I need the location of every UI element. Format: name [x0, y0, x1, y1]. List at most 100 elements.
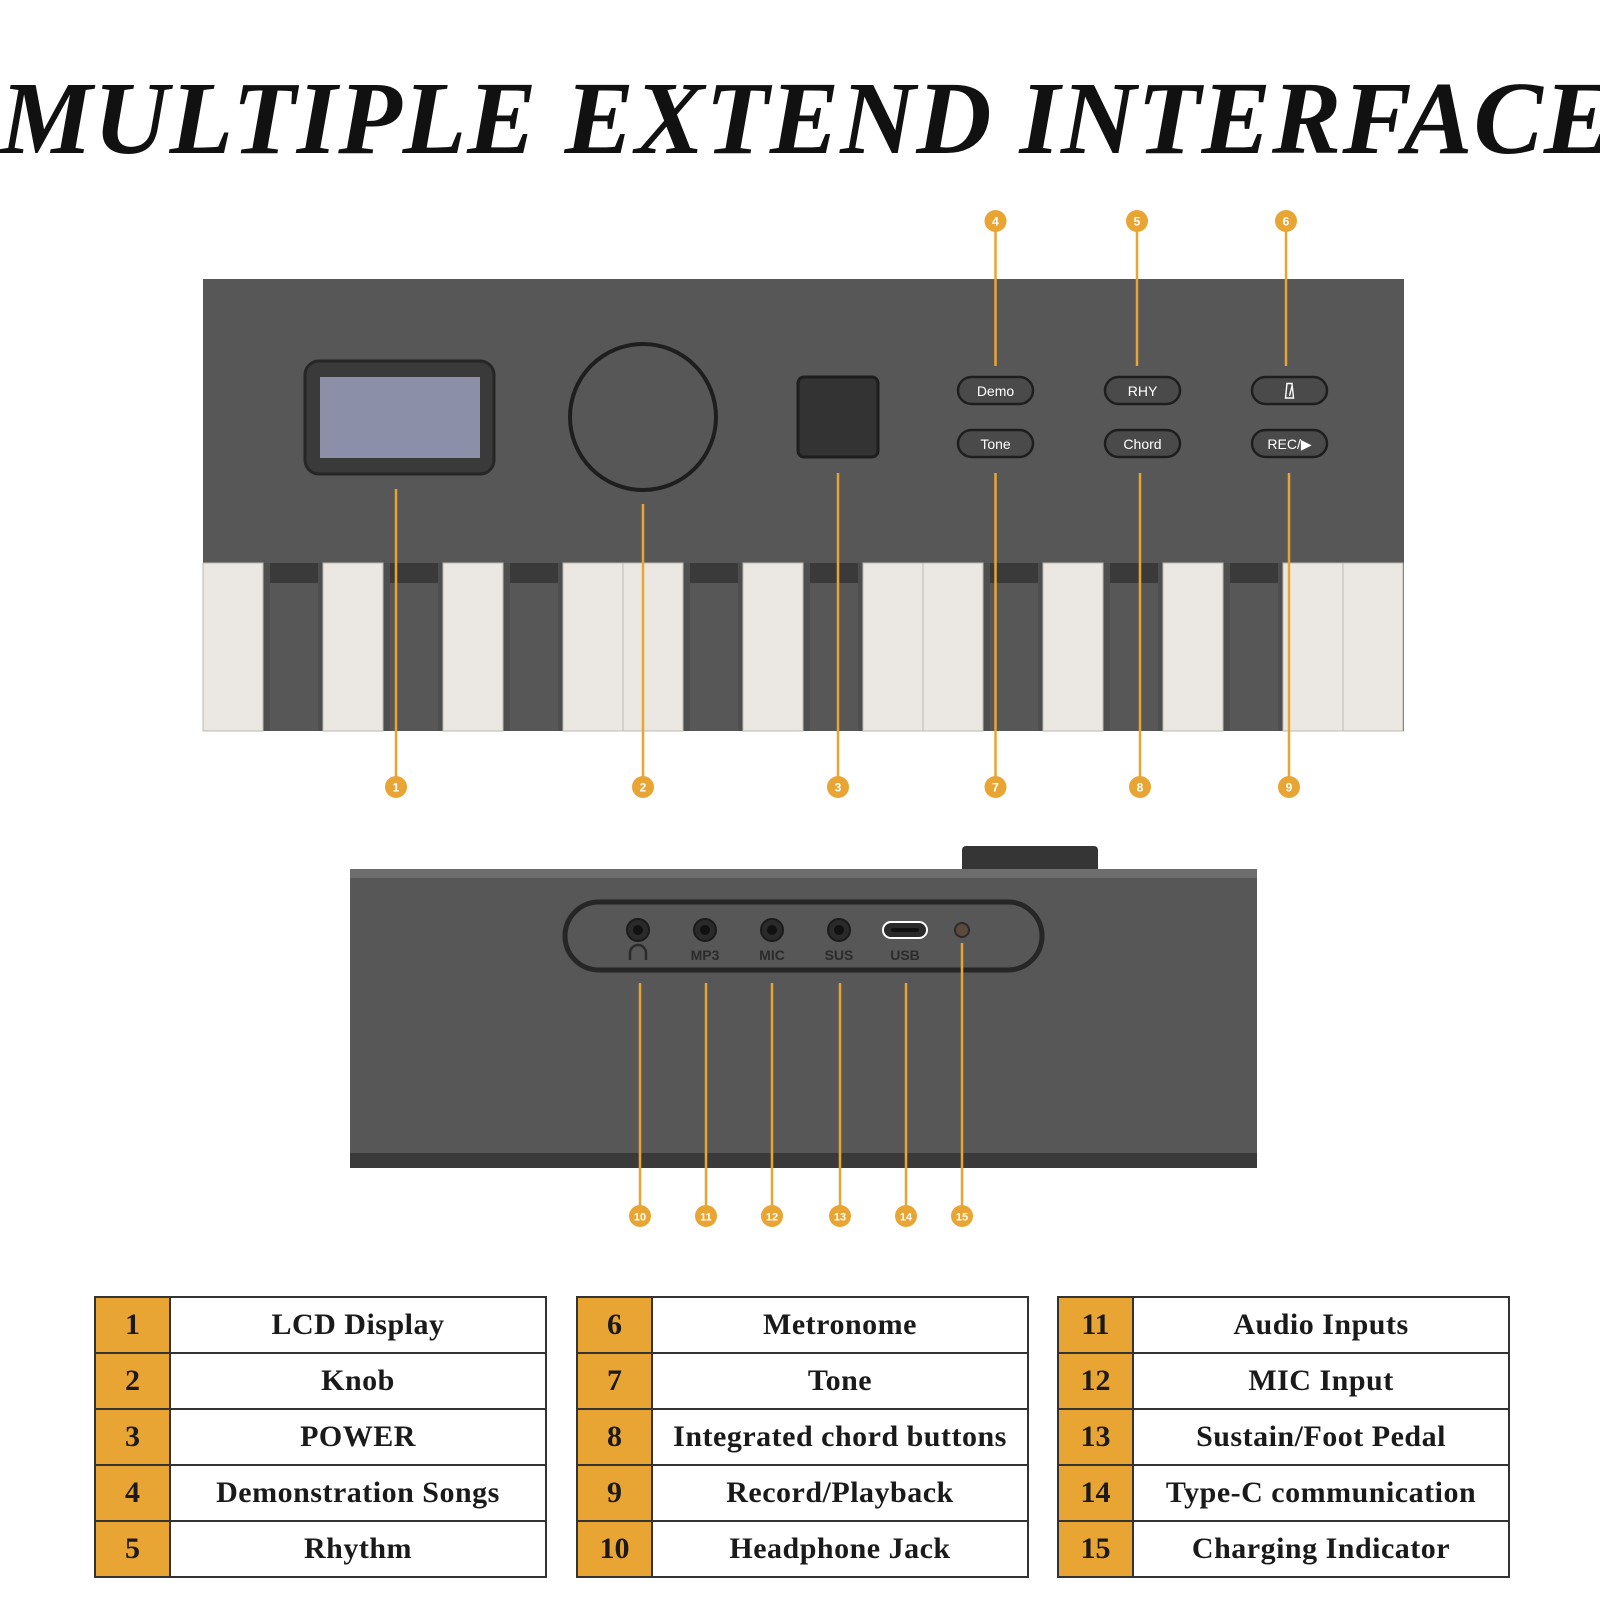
- black-key[interactable]: [1230, 563, 1278, 731]
- callout-number: 15: [956, 1212, 968, 1224]
- white-key[interactable]: [1342, 562, 1404, 732]
- legend-number: 10: [576, 1520, 653, 1578]
- demo-button-label: Demo: [977, 383, 1015, 399]
- black-key-top: [1230, 563, 1278, 583]
- record-playback-button[interactable]: REC/▶: [1250, 428, 1329, 459]
- side-panel-tab: [962, 846, 1098, 874]
- chord-button[interactable]: Chord: [1103, 428, 1182, 459]
- white-key[interactable]: [1042, 562, 1104, 732]
- side-panel-bottom-edge: [350, 1153, 1257, 1168]
- callout-number: 9: [1286, 781, 1293, 795]
- white-keys: [202, 562, 1404, 732]
- white-key[interactable]: [622, 562, 684, 732]
- white-key[interactable]: [922, 562, 984, 732]
- callout-badge: [827, 776, 849, 798]
- lcd-display: [320, 377, 480, 458]
- legend-number: 13: [1057, 1408, 1134, 1466]
- black-key[interactable]: [510, 563, 558, 731]
- metronome-button[interactable]: [1250, 375, 1329, 406]
- callout-badge: [1126, 210, 1148, 232]
- mp3-label: MP3: [691, 947, 720, 963]
- callout-number: 11: [700, 1212, 712, 1224]
- sustain-input[interactable]: [827, 918, 851, 942]
- callout-badge: [1278, 776, 1300, 798]
- callout-number: 8: [1137, 781, 1144, 795]
- callout-number: 14: [900, 1212, 913, 1224]
- white-key[interactable]: [442, 562, 504, 732]
- black-keys: [270, 563, 1278, 731]
- black-key[interactable]: [810, 563, 858, 731]
- keyboard-diagram: Demo Tone RHY Chord REC/▶: [202, 210, 1404, 1227]
- legend-label: POWER: [169, 1408, 547, 1466]
- legend-label: Rhythm: [169, 1520, 547, 1578]
- callout-number: 13: [834, 1212, 846, 1224]
- white-key[interactable]: [742, 562, 804, 732]
- white-key[interactable]: [562, 562, 624, 732]
- callout-number: 2: [640, 781, 647, 795]
- black-key[interactable]: [270, 563, 318, 731]
- chord-button-label: Chord: [1123, 436, 1161, 452]
- black-key[interactable]: [690, 563, 738, 731]
- legend-number: 12: [1057, 1352, 1134, 1410]
- legend-label: Headphone Jack: [651, 1520, 1029, 1578]
- bottom-leader-lines: [638, 943, 964, 1210]
- legend-label: Type-C communication: [1132, 1464, 1510, 1522]
- callout-number: 3: [835, 781, 842, 795]
- usb-label: USB: [890, 947, 920, 963]
- mic-input[interactable]: [760, 918, 784, 942]
- legend-number: 5: [94, 1520, 171, 1578]
- legend-number: 6: [576, 1296, 653, 1354]
- legend-number: 2: [94, 1352, 171, 1410]
- white-key[interactable]: [322, 562, 384, 732]
- metronome-icon: [1284, 382, 1295, 399]
- power-button[interactable]: [796, 375, 880, 459]
- legend-number: 7: [576, 1352, 653, 1410]
- white-key[interactable]: [1282, 562, 1344, 732]
- legend-number: 11: [1057, 1296, 1134, 1354]
- legend-label: Tone: [651, 1352, 1029, 1410]
- tone-button[interactable]: Tone: [956, 428, 1035, 459]
- black-key-top: [690, 563, 738, 583]
- black-key-top: [390, 563, 438, 583]
- mp3-input[interactable]: [693, 918, 717, 942]
- callout-badge: [632, 776, 654, 798]
- demo-button[interactable]: Demo: [956, 375, 1035, 406]
- legend-number: 15: [1057, 1520, 1134, 1578]
- legend-number: 8: [576, 1408, 653, 1466]
- callout-number: 6: [1283, 215, 1290, 229]
- black-key-top: [810, 563, 858, 583]
- headphone-jack[interactable]: [626, 918, 650, 942]
- knob[interactable]: [568, 342, 718, 492]
- legend-label: Knob: [169, 1352, 547, 1410]
- rhythm-button[interactable]: RHY: [1103, 375, 1182, 406]
- black-key[interactable]: [990, 563, 1038, 731]
- mic-label: MIC: [759, 947, 785, 963]
- legend-label: Sustain/Foot Pedal: [1132, 1408, 1510, 1466]
- white-key[interactable]: [1162, 562, 1224, 732]
- white-key[interactable]: [202, 562, 264, 732]
- legend-label: Charging Indicator: [1132, 1520, 1510, 1578]
- black-key[interactable]: [390, 563, 438, 731]
- black-key[interactable]: [1110, 563, 1158, 731]
- white-key[interactable]: [862, 562, 924, 732]
- legend-label: Audio Inputs: [1132, 1296, 1510, 1354]
- usb-c-port[interactable]: [882, 921, 928, 939]
- port-recess: [562, 899, 1045, 973]
- page-title: MULTIPLE EXTEND INTERFACES: [0, 61, 1600, 176]
- legend-label: Integrated chord buttons: [651, 1408, 1029, 1466]
- legend-number: 14: [1057, 1464, 1134, 1522]
